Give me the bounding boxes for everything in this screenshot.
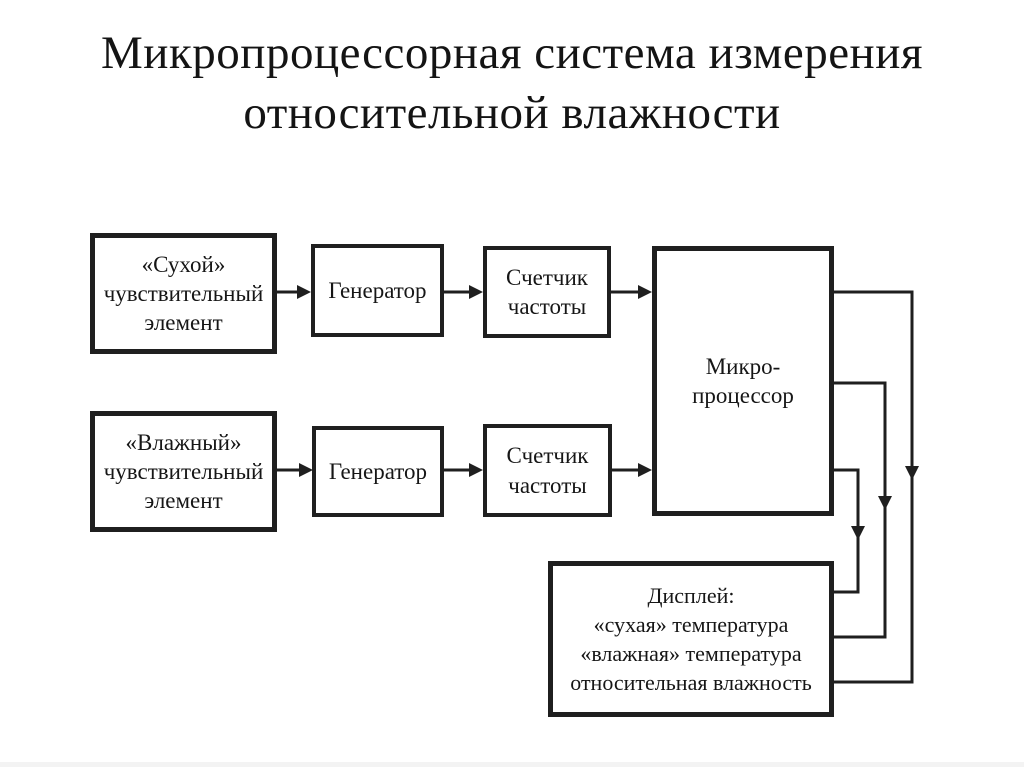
connector-microprocessor-to-display-3 [830,468,865,594]
connector-microprocessor-to-display-1 [830,290,919,684]
counter-wet-label: Счетчик частоты [506,443,589,498]
slide-title: Микропроцессорная система измерения отно… [101,27,923,139]
arrow-head-icon [878,496,892,510]
arrow-head-icon [469,463,483,477]
arrow-head-icon [638,285,652,299]
connector-sensor-dry-to-generator-dry [275,285,311,299]
connector-microprocessor-to-display-2 [830,381,892,639]
box-counter-wet: Счетчик частоты [483,424,612,517]
generator-dry-label: Генератор [328,277,427,303]
arrow-head-icon [638,463,652,477]
arrow-head-icon [299,463,313,477]
connector-generator-wet-to-counter-wet [442,463,483,477]
connector-sensor-wet-to-generator-wet [275,463,313,477]
microprocessor-label: Микро- процессор [692,353,794,408]
arrow-head-icon [905,466,919,480]
sensor-wet-label: «Влажный» чувствительный элемент [103,429,264,514]
box-generator-dry: Генератор [311,244,444,337]
box-counter-dry: Счетчик частоты [483,246,611,338]
counter-dry-label: Счетчик частоты [506,264,588,319]
generator-wet-label: Генератор [328,458,428,484]
arrow-head-icon [297,285,311,299]
display-label: Дисплей: «сухая» температура «влажная» т… [570,582,812,696]
sensor-dry-label: «Сухой» чувствительный элемент [103,251,264,336]
connector-counter-wet-to-microprocessor [610,463,652,477]
box-generator-wet: Генератор [312,426,444,517]
box-sensor-dry: «Сухой» чувствительный элемент [90,233,277,354]
connector-counter-dry-to-microprocessor [609,285,652,299]
box-microprocessor: Микро- процессор [652,246,834,516]
bottom-edge-strip [0,762,1024,767]
connector-generator-dry-to-counter-dry [442,285,483,299]
arrow-head-icon [851,526,865,540]
box-sensor-wet: «Влажный» чувствительный элемент [90,411,277,532]
box-display: Дисплей: «сухая» температура «влажная» т… [548,561,834,717]
arrow-head-icon [469,285,483,299]
